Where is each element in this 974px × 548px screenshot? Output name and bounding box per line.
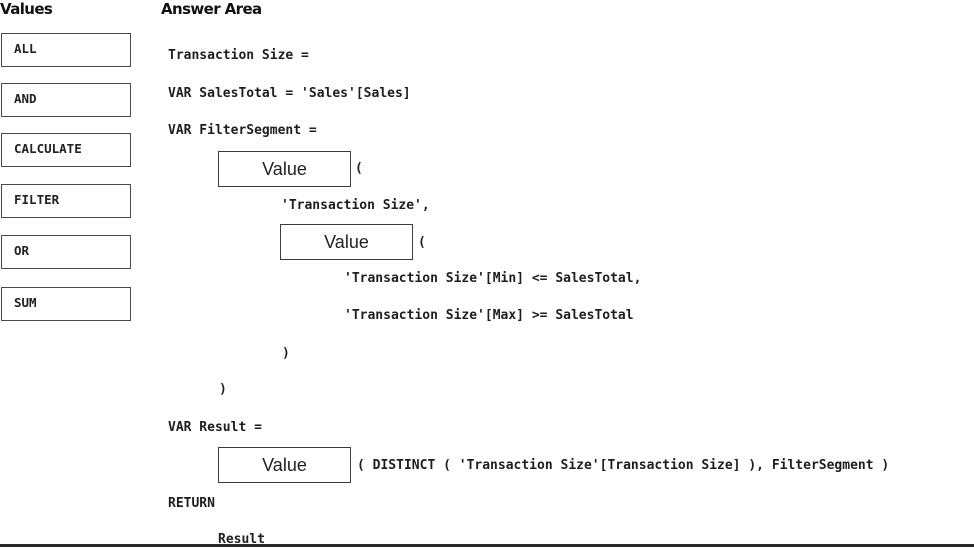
code-close-paren-outer: ) (219, 382, 227, 397)
code-line-result: VAR Result = (168, 420, 262, 435)
code-line-result-value: Result (218, 532, 265, 547)
code-close-paren-inner: ) (282, 346, 290, 361)
bottom-divider (0, 544, 974, 547)
value-tile-sum[interactable]: SUM (1, 287, 131, 321)
code-line-table-arg: 'Transaction Size', (281, 198, 430, 213)
code-line-return: RETURN (168, 496, 215, 511)
code-line-distinct: ( DISTINCT ( 'Transaction Size'[Transact… (357, 458, 890, 473)
code-open-paren-2: ( (418, 235, 426, 250)
value-tile-filter[interactable]: FILTER (1, 184, 131, 218)
code-line-measure: Transaction Size = (168, 48, 309, 63)
code-line-min-condition: 'Transaction Size'[Min] <= SalesTotal, (344, 271, 642, 286)
value-tile-and[interactable]: AND (1, 83, 131, 117)
value-tile-calculate[interactable]: CALCULATE (1, 133, 131, 167)
values-heading: Values (0, 0, 53, 18)
answer-area-heading: Answer Area (161, 0, 262, 18)
drop-slot-2[interactable]: Value (280, 224, 413, 260)
code-line-max-condition: 'Transaction Size'[Max] >= SalesTotal (344, 308, 634, 323)
code-line-salestotal: VAR SalesTotal = 'Sales'[Sales] (168, 86, 411, 101)
code-line-filtersegment: VAR FilterSegment = (168, 123, 317, 138)
value-tile-or[interactable]: OR (1, 235, 131, 269)
drop-slot-3[interactable]: Value (218, 447, 351, 483)
drop-slot-1[interactable]: Value (218, 151, 351, 187)
value-tile-all[interactable]: ALL (1, 33, 131, 67)
code-open-paren-1: ( (355, 161, 363, 176)
